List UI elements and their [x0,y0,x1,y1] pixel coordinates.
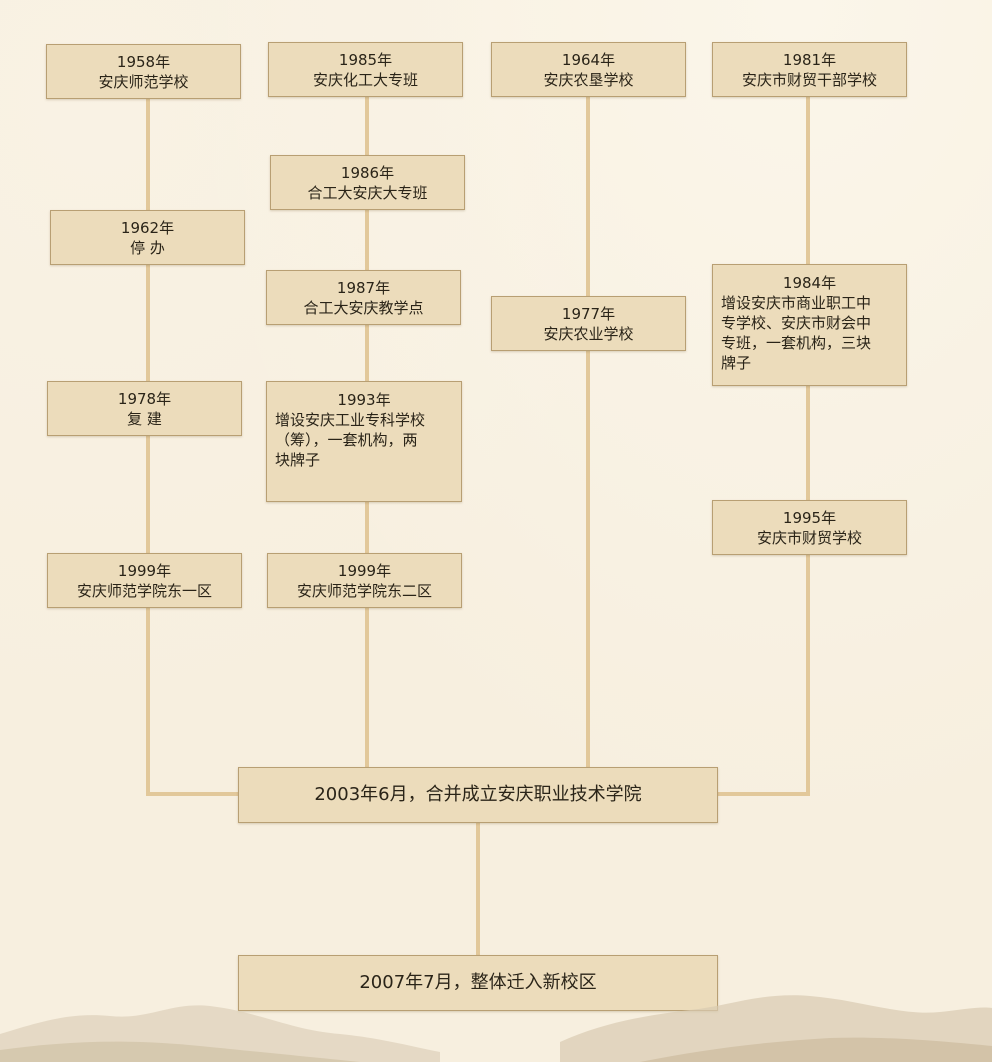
node-label: 复 建 [127,409,162,428]
node-label: 停 办 [130,238,165,257]
node-label: 增设安庆市商业职工中 [721,294,872,312]
node-label: 块牌子 [275,451,321,469]
node-label: 专学校、安庆市财会中 [721,314,872,332]
node-label: 安庆师范学校 [98,72,189,91]
node-label: 安庆师范学院东二区 [296,581,432,600]
node-year: 1993年 [337,391,391,409]
connector-col1 [146,98,150,796]
node-year: 1985年 [338,50,393,69]
node-2003-merger: 2003年6月，合并成立安庆职业技术学院 [238,767,718,823]
node-year: 1978年 [117,389,172,408]
node-label: 2007年7月，整体迁入新校区 [359,972,597,993]
node-1985-chemical-college-class: 1985年 安庆化工大专班 [268,42,463,97]
node-1981-trade-cadre-school: 1981年 安庆市财贸干部学校 [712,42,907,97]
node-label: 2003年6月，合并成立安庆职业技术学院 [314,784,642,805]
node-label: 合工大安庆教学点 [303,298,424,317]
node-label: 增设安庆工业专科学校 [275,411,426,429]
connector-merge-final [476,822,480,956]
node-1986-hfut-anqing-class: 1986年 合工大安庆大专班 [270,155,465,210]
connector-col4 [806,96,810,796]
node-year: 1987年 [336,278,391,297]
node-year: 1999年 [337,561,392,580]
node-1977-agricultural-school: 1977年 安庆农业学校 [491,296,686,351]
mountain-decoration [0,995,992,1062]
node-label: 安庆农垦学校 [543,70,634,89]
node-1964-land-reclamation-school: 1964年 安庆农垦学校 [491,42,686,97]
node-label: 安庆师范学院东一区 [76,581,212,600]
node-1999-east-campus-1: 1999年 安庆师范学院东一区 [47,553,242,608]
node-label: 合工大安庆大专班 [307,183,428,202]
node-1984-commerce-school: 1984年 增设安庆市商业职工中 专学校、安庆市财会中 专班，一套机构，三块 牌… [712,264,907,386]
node-year: 1964年 [561,50,616,69]
node-1978-rebuilt: 1978年 复 建 [47,381,242,436]
node-year: 1962年 [120,218,175,237]
node-2007-new-campus: 2007年7月，整体迁入新校区 [238,955,718,1011]
node-label: 安庆市财贸干部学校 [741,70,877,89]
node-label: 安庆农业学校 [543,324,634,343]
node-1958-anqing-normal-school: 1958年 安庆师范学校 [46,44,241,99]
node-1995-trade-school: 1995年 安庆市财贸学校 [712,500,907,555]
node-year: 1999年 [117,561,172,580]
node-label: 安庆化工大专班 [312,70,418,89]
connector-merge-right [716,792,810,796]
node-year: 1977年 [561,304,616,323]
node-label: 牌子 [721,354,752,372]
node-1999-east-campus-2: 1999年 安庆师范学院东二区 [267,553,462,608]
node-year: 1984年 [782,274,837,292]
node-year: 1995年 [782,508,837,527]
connector-merge-left [146,792,240,796]
node-label: 专班，一套机构，三块 [721,334,872,352]
node-1993-industrial-college: 1993年 增设安庆工业专科学校 （筹），一套机构，两 块牌子 [266,381,462,502]
node-year: 1986年 [340,163,395,182]
node-label: 安庆市财贸学校 [756,528,862,547]
connector-col3 [586,96,590,768]
node-year: 1981年 [782,50,837,69]
node-label: （筹），一套机构，两 [275,431,418,449]
node-year: 1958年 [116,52,171,71]
node-1962-suspended: 1962年 停 办 [50,210,245,265]
node-1987-hfut-teaching-site: 1987年 合工大安庆教学点 [266,270,461,325]
